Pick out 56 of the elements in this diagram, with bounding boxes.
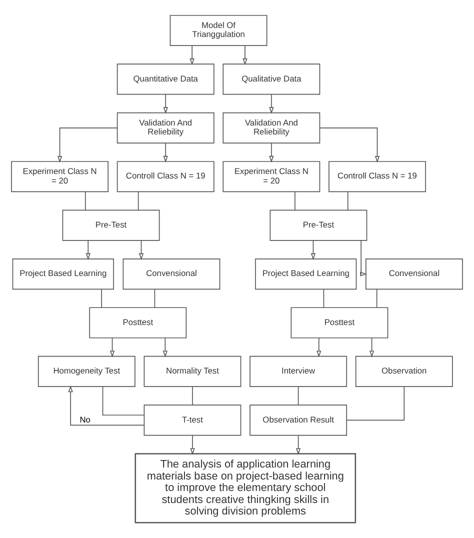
connector	[154, 288, 156, 308]
node-box: Interview	[250, 356, 348, 387]
node-box: Convensional	[366, 258, 463, 290]
connector	[346, 386, 405, 421]
connector	[347, 191, 348, 210]
node-box: Qualitative Data	[222, 64, 320, 95]
arrow	[269, 142, 274, 163]
arrow	[86, 240, 90, 260]
arrow	[190, 45, 194, 66]
connector	[376, 288, 378, 308]
connector	[138, 191, 139, 210]
node-box: Project Based Learning	[255, 258, 357, 290]
arrow	[242, 45, 248, 66]
connector	[294, 191, 296, 210]
arrow	[296, 435, 301, 455]
node-box: Normality Test	[144, 356, 242, 387]
arrow	[269, 94, 274, 114]
node-box: Convensional	[122, 258, 220, 290]
node-box: Posttest	[290, 307, 388, 338]
arrow	[316, 337, 322, 358]
arrow	[163, 142, 168, 163]
arrow	[320, 127, 380, 163]
connector	[84, 191, 86, 210]
arrow	[110, 337, 115, 358]
connector	[102, 386, 144, 416]
arrow	[57, 127, 118, 163]
node-box: Observation Result	[250, 404, 348, 436]
node-box: Validation And Reliebility	[116, 112, 214, 144]
node-box: Homogeneity Test	[38, 356, 136, 387]
arrow	[163, 94, 168, 114]
connector	[192, 386, 193, 406]
arrow	[162, 337, 168, 358]
arrow	[360, 240, 367, 276]
node-box: Experiment Class N = 20	[11, 161, 108, 192]
connector	[101, 288, 102, 308]
arrow	[68, 385, 144, 426]
edge-label: No	[80, 414, 90, 425]
node-box: T-test	[144, 404, 242, 436]
node-box: Posttest	[89, 307, 187, 338]
node-box: Controll Class N = 19	[328, 161, 426, 192]
node-box: Project Based Learning	[12, 258, 114, 290]
node-box: Pre-Test	[270, 210, 368, 241]
connector	[323, 288, 324, 308]
arrow	[369, 337, 374, 358]
node-box: Model Of Trianggulation	[170, 14, 268, 46]
arrow	[190, 435, 195, 455]
connector	[298, 386, 299, 406]
node-box: Quantitative Data	[116, 64, 214, 95]
node-box: Observation	[355, 356, 453, 387]
node-box: Experiment Class N = 20	[222, 161, 320, 192]
arrow	[310, 240, 316, 260]
arrow	[138, 240, 144, 260]
node-box: Controll Class N = 19	[116, 161, 214, 192]
node-box: Validation And Reliebility	[222, 112, 320, 144]
node-box: Pre-Test	[62, 210, 160, 241]
node-box: The analysis of application learning materials base on project-based learning to improve the elementary school students creative thingking skills in solving division problems	[134, 453, 356, 524]
